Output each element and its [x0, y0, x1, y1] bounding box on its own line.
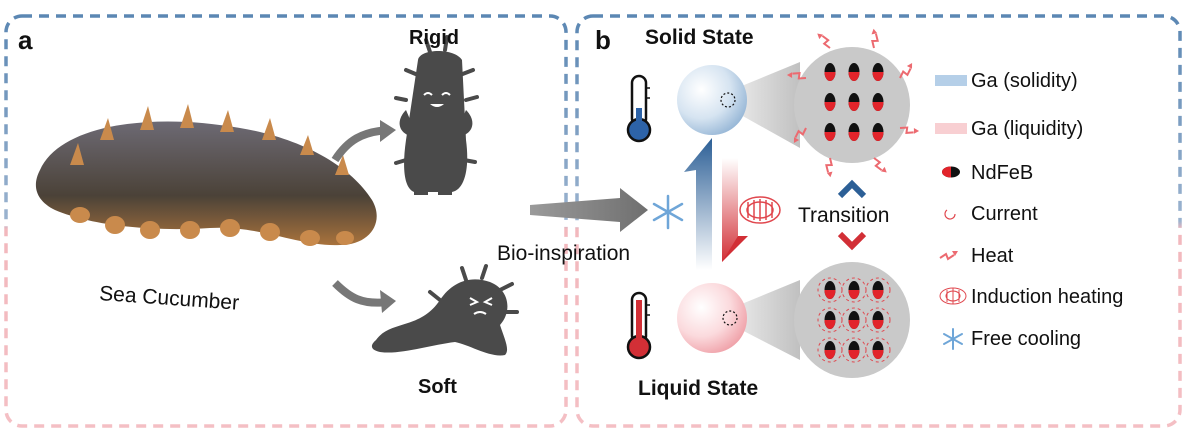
- sea-cucumber-image: [35, 104, 377, 246]
- cold-thermometer-icon: [626, 74, 652, 143]
- pink-swatch-icon: [935, 123, 967, 134]
- legend-free-cooling: Free cooling: [971, 328, 1082, 350]
- legend-ga-solidity: Ga (solidity): [971, 70, 1078, 92]
- transition-label: Transition: [798, 204, 890, 227]
- legend-current: Current: [971, 203, 1038, 225]
- bio-inspiration-arrow: [530, 188, 648, 232]
- cooling-arrow: [684, 138, 712, 270]
- snowflake-icon: [652, 194, 684, 230]
- bio-inspiration-label: Bio-inspiration: [497, 242, 631, 265]
- panel-b-border: [575, 14, 1182, 428]
- current-loop-icon: [944, 209, 956, 220]
- snowflake-legend-icon: [943, 328, 963, 350]
- legend-ndfeb: NdFeB: [971, 162, 1034, 184]
- blue-swatch-icon: [935, 75, 967, 86]
- ndfeb-particles-solid: [824, 63, 884, 141]
- legend-heat: Heat: [971, 245, 1014, 267]
- soft-character-icon: [371, 264, 519, 356]
- rigid-character-icon: [394, 35, 479, 195]
- solid-sphere: [677, 65, 747, 135]
- hot-thermometer-icon: [626, 291, 652, 360]
- panel-b-letter: b: [595, 25, 611, 55]
- heat-arrow-icon: [939, 250, 959, 260]
- current-loops-liquid: [817, 277, 891, 363]
- panel-a-border: [4, 14, 568, 428]
- liquid-state-label: Liquid State: [638, 377, 759, 400]
- transition-down-chevron: [837, 231, 867, 251]
- soft-label: Soft: [418, 376, 457, 398]
- rigid-label: Rigid: [409, 27, 459, 49]
- liquid-sphere: [677, 283, 747, 353]
- panel-a-letter: a: [18, 25, 33, 55]
- solid-zoom-cone: [732, 62, 800, 148]
- ndfeb-particles-liquid: [824, 281, 884, 359]
- liquid-zoom-cone: [732, 280, 800, 360]
- induction-coil-icon: [739, 196, 781, 224]
- heating-arrow: [722, 158, 738, 262]
- legend-ga-liquidity: Ga (liquidity): [971, 118, 1084, 140]
- ndfeb-particle-icon: [942, 166, 960, 178]
- solid-state-label: Solid State: [645, 26, 754, 49]
- legend-induction-heating: Induction heating: [971, 286, 1124, 308]
- induction-legend-icon: [939, 287, 967, 305]
- transition-up-chevron: [837, 179, 867, 199]
- arrow-to-soft: [332, 280, 389, 307]
